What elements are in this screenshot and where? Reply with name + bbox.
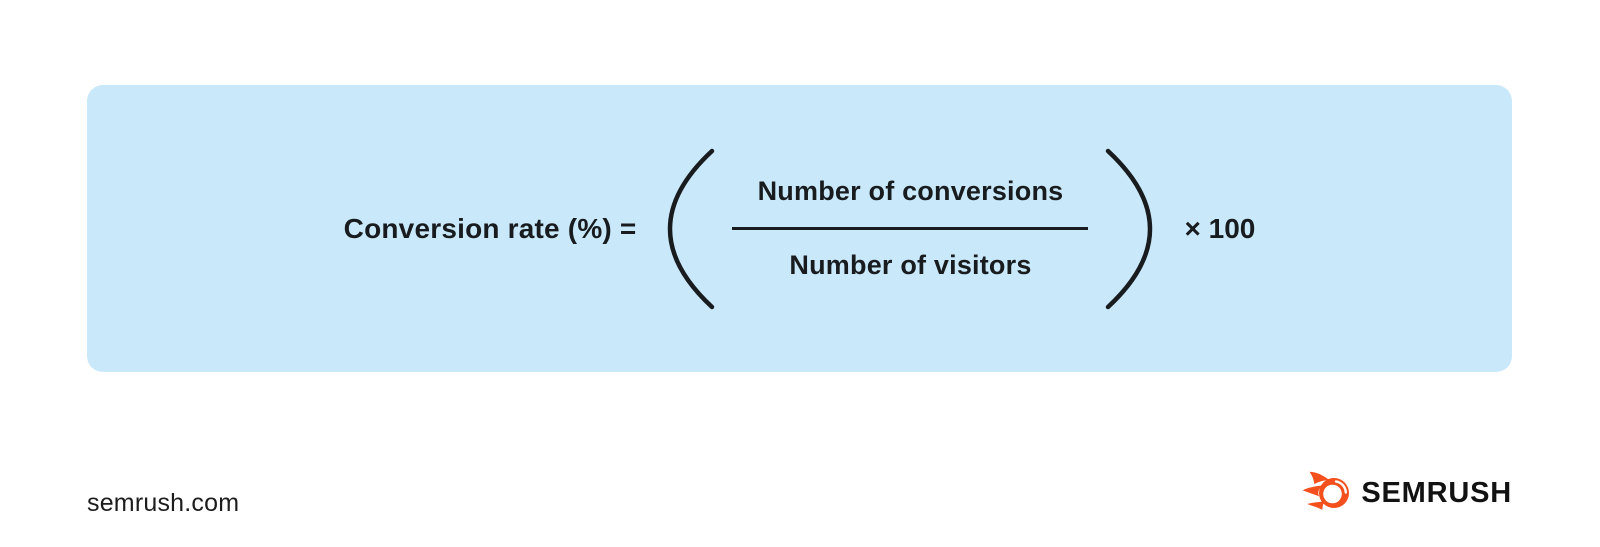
semrush-logo: SEMRUSH [1302,471,1512,513]
fraction-numerator: Number of conversions [757,176,1064,206]
right-parenthesis [1106,148,1153,309]
fraction-divider-line [732,227,1089,230]
semrush-wordmark: SEMRUSH [1361,476,1512,509]
formula-lhs-label: Conversion rate (%) = [343,212,637,244]
conversion-rate-formula: Conversion rate (%) = Number of conversi… [87,85,1512,372]
formula-fraction: Number of conversions Number of visitors [732,176,1089,281]
semrush-comet-icon [1302,471,1350,510]
left-parenthesis [668,148,715,309]
formula-multiplier: × 100 [1184,212,1256,244]
fraction-denominator: Number of visitors [789,250,1032,280]
website-url-text: semrush.com [87,489,240,517]
